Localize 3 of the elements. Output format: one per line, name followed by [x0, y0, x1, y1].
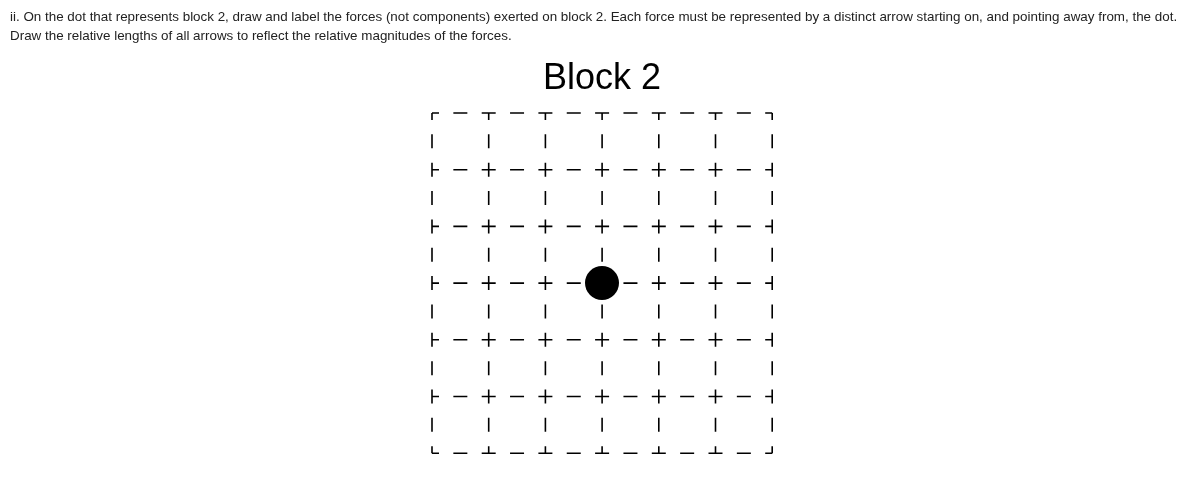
title: Block 2 [541, 55, 663, 99]
dot [585, 266, 620, 301]
question-text: ii. On the dot that represents block 2, draw and label the forces (not components) exerted on block 2. Each force must be represented by a distinct arrow starting on, and pointing away from, the dot. Draw the relative lengths of all arrows to reflect the relative magnitudes of the forces. [10, 8, 1178, 45]
